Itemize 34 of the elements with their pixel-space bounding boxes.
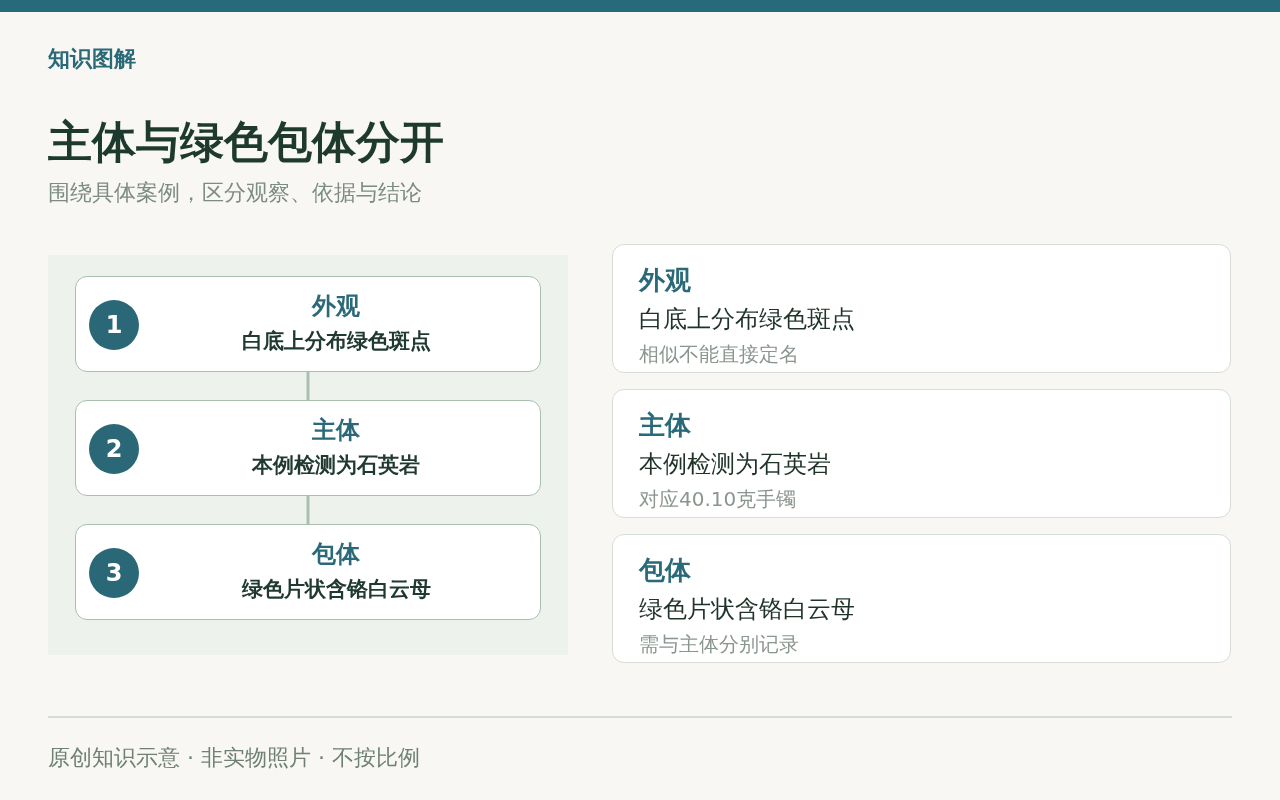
step-number: 3 — [105, 559, 123, 587]
card-note: 需与主体分别记录 — [639, 631, 799, 658]
info-card — [612, 389, 1231, 518]
step-box — [75, 400, 541, 496]
number-circle — [89, 424, 139, 474]
step-description: 绿色片状含铬白云母 — [241, 576, 431, 603]
info-card — [612, 534, 1231, 663]
connector-line — [306, 496, 310, 524]
info-card — [612, 244, 1231, 373]
page-title: 主体与绿色包体分开 — [48, 115, 444, 169]
subtitle: 围绕具体案例，区分观察、依据与结论 — [48, 179, 422, 207]
step-number: 2 — [105, 435, 123, 463]
step-panel — [48, 255, 568, 655]
step-heading: 外观 — [312, 291, 360, 322]
step-number: 1 — [105, 311, 123, 339]
step-box — [75, 524, 541, 620]
connector-line — [306, 372, 310, 400]
card-heading: 主体 — [639, 409, 691, 442]
step-box — [75, 276, 541, 372]
step-heading: 主体 — [312, 415, 360, 446]
card-note: 对应40.10克手镯 — [639, 486, 797, 513]
card-description: 白底上分布绿色斑点 — [639, 304, 855, 335]
step-description: 本例检测为石英岩 — [252, 452, 420, 479]
step-heading: 包体 — [312, 539, 360, 570]
card-description: 绿色片状含铬白云母 — [639, 594, 855, 625]
number-circle — [89, 548, 139, 598]
card-note: 相似不能直接定名 — [639, 341, 799, 368]
footer-note: 原创知识示意 · 非实物照片 · 不按比例 — [48, 744, 420, 772]
number-circle — [89, 300, 139, 350]
card-description: 本例检测为石英岩 — [639, 449, 831, 480]
card-heading: 包体 — [639, 554, 691, 587]
step-description: 白底上分布绿色斑点 — [241, 328, 431, 355]
section-kicker: 知识图解 — [48, 45, 136, 73]
card-heading: 外观 — [639, 264, 691, 297]
